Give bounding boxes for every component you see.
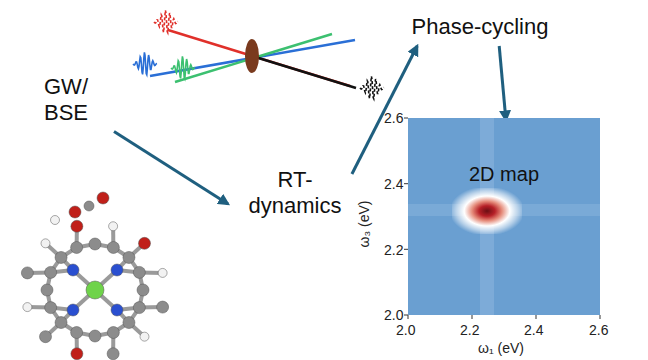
atom (41, 284, 53, 296)
atom (111, 264, 123, 276)
atom (157, 301, 169, 313)
axis-label: ω₁ (eV) (478, 340, 524, 356)
wave-packet (360, 76, 384, 99)
map-peak (452, 188, 522, 234)
tick-label: 2.4 (384, 176, 403, 192)
tick-label: 2.2 (384, 242, 403, 258)
tick-label: 2.2 (460, 322, 479, 338)
tick-label: 2.0 (396, 322, 415, 338)
atom (107, 348, 119, 360)
atom (89, 330, 101, 342)
atom (84, 201, 94, 211)
tick-label: 2.0 (384, 307, 403, 323)
sample (245, 39, 259, 73)
atom (107, 242, 119, 254)
atom (67, 304, 79, 316)
atom (67, 264, 79, 276)
beam-black (252, 56, 356, 88)
axis-label: ω₃ (eV) (356, 201, 372, 248)
atom (69, 206, 81, 218)
wave-packet (171, 56, 195, 79)
atom (23, 303, 32, 312)
atom (71, 326, 83, 338)
beam-green (175, 34, 332, 82)
atom (71, 220, 83, 232)
wave-packet (154, 10, 178, 33)
atom (55, 317, 67, 329)
step-node: RT- dynamics (232, 167, 358, 219)
node-text: RT- dynamics (232, 167, 358, 219)
node-text: GW/ BSE (26, 74, 106, 126)
atom (138, 237, 150, 249)
atom (71, 348, 83, 360)
atom (123, 317, 135, 329)
atom (71, 242, 83, 254)
atom (45, 266, 57, 278)
tick (472, 315, 473, 319)
flow-arrow (114, 131, 228, 204)
atom (21, 267, 33, 279)
tick-label: 2.6 (384, 110, 403, 126)
step-node: Phase-cycling (400, 14, 560, 40)
tick (536, 315, 537, 319)
atom (51, 216, 60, 225)
atom (133, 302, 145, 314)
atom (89, 238, 101, 250)
flow-arrow (499, 46, 506, 120)
tick-label: 2.6 (589, 322, 608, 338)
map-panel: 2D map (408, 118, 600, 315)
atom (97, 192, 109, 204)
tick (408, 315, 409, 319)
step-node: GW/ BSE (26, 74, 106, 126)
atom (137, 284, 149, 296)
wave-packet (133, 52, 157, 75)
atom (133, 266, 145, 278)
atom (41, 239, 50, 248)
atom (140, 332, 149, 341)
tick-label: 2.4 (524, 322, 543, 338)
tick (600, 315, 601, 319)
atom (109, 222, 118, 231)
atom (123, 251, 135, 263)
bonds (27, 226, 162, 354)
node-text: Phase-cycling (400, 14, 560, 40)
atom (40, 331, 52, 343)
atom (45, 302, 57, 314)
atom (158, 268, 167, 277)
node-text: 2D map (408, 162, 600, 186)
atom (86, 281, 104, 299)
atom (111, 304, 123, 316)
atom (107, 326, 119, 338)
atom (55, 251, 67, 263)
